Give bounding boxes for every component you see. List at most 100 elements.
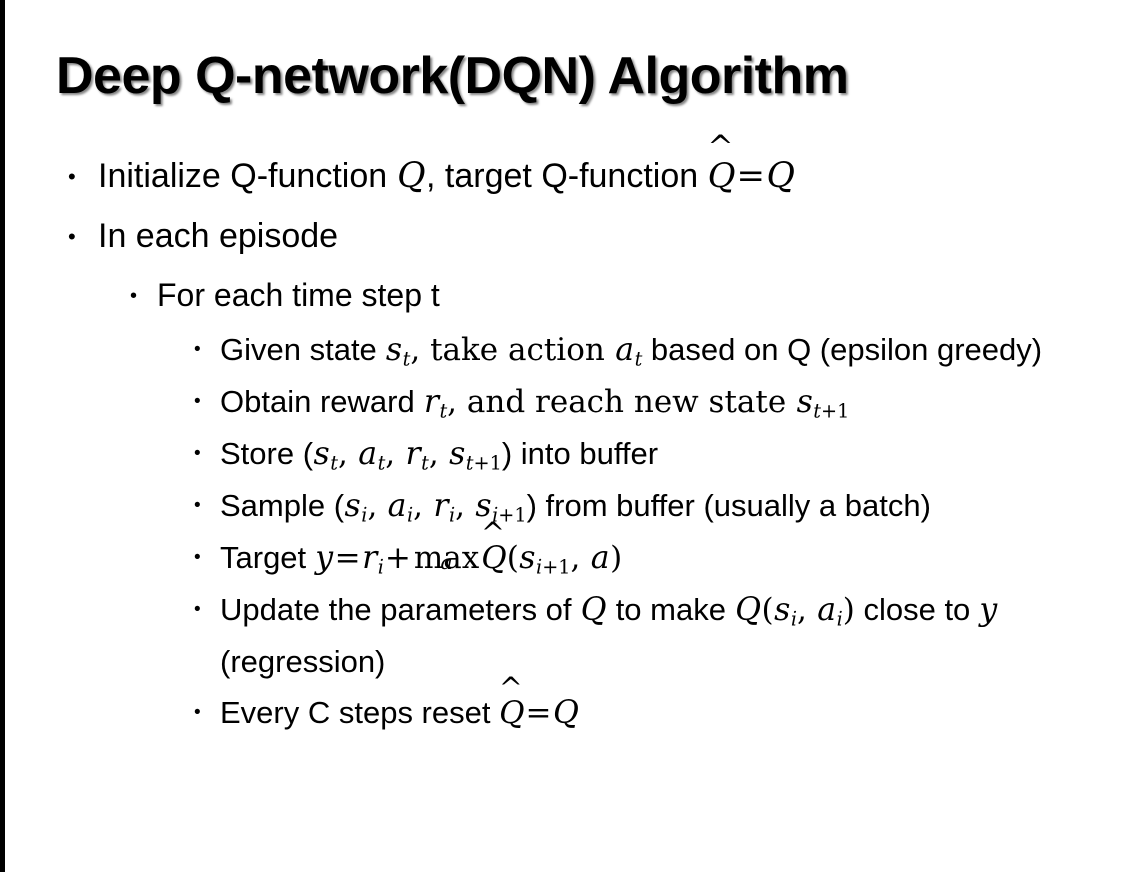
math-a: a	[590, 540, 610, 576]
bullet-marker-icon: •	[130, 285, 138, 307]
text-store-post: ) into buffer	[501, 436, 659, 471]
math-paren-open: (	[506, 540, 519, 576]
bullet-marker-icon: •	[194, 495, 201, 516]
math-s2: s	[449, 436, 466, 472]
bullet-given-state-text: Given state st, take action at based on …	[220, 324, 1100, 376]
math-sub-t: t	[813, 399, 822, 423]
math-s-subscript: t	[330, 451, 338, 475]
bullet-marker-icon: •	[68, 164, 76, 189]
math-a-subscript: t	[634, 347, 643, 371]
math-sub-plus-one: +1	[498, 503, 527, 527]
math-q1: Q	[580, 592, 607, 628]
hat-accent-icon: ^	[481, 516, 505, 550]
math-y: y	[315, 540, 334, 576]
math-r: r	[405, 436, 421, 472]
text-given-mid: , take action	[410, 332, 615, 368]
math-plus: +	[384, 540, 411, 576]
bullet-for-each-time-step: • For each time step t	[0, 266, 1124, 324]
math-sub-t: t	[465, 451, 474, 475]
math-comma: ,	[570, 540, 591, 576]
math-r: r	[423, 384, 439, 420]
math-q: Q	[397, 156, 426, 196]
math-s: s	[344, 488, 361, 524]
bullet-marker-icon: •	[194, 547, 201, 568]
bullet-for-each-time-step-text: For each time step t	[157, 277, 440, 313]
bullet-initialize: • Initialize Q-function Q, target Q-func…	[0, 131, 1124, 206]
hat-accent-icon: ^	[498, 671, 523, 705]
math-paren-close: )	[610, 540, 623, 576]
math-sub-plus-one: +1	[542, 555, 571, 579]
text-target-pre: Target	[220, 540, 315, 575]
bullet-in-each-episode-text: In each episode	[98, 217, 339, 255]
math-q-hat-base: Q	[707, 156, 736, 196]
hat-accent-icon: ^	[707, 128, 734, 165]
bullet-every-c-steps-reset: • Every C steps reset ^Q=Q	[0, 674, 1124, 739]
math-s-subscript: t	[402, 347, 411, 371]
text-update-post1: close to	[854, 592, 979, 627]
math-s2: s	[475, 488, 492, 524]
text-comma1: ,	[367, 488, 388, 524]
math-equals: =	[334, 540, 361, 576]
math-r-subscript: t	[439, 399, 448, 423]
math-a-subscript: t	[377, 451, 386, 475]
math-s: s	[313, 436, 330, 472]
text-sample-post: ) from buffer (usually a batch)	[526, 488, 931, 523]
bullet-obtain-reward: • Obtain reward rt, and reach new state …	[0, 376, 1124, 428]
math-s-subscript: i+1	[536, 555, 570, 578]
math-a: a	[358, 436, 378, 472]
text-update-post2: (regression)	[220, 644, 386, 679]
math-s: s	[774, 592, 791, 628]
text-obtain-pre: Obtain reward	[220, 384, 424, 419]
math-s: s	[385, 332, 403, 368]
math-equals: =	[736, 156, 766, 196]
text-update-mid: to make	[607, 592, 735, 627]
text-comma2: ,	[385, 436, 405, 472]
math-a: a	[387, 488, 407, 524]
bullet-update-parameters: • Update the parameters of Q to make Q(s…	[0, 584, 1124, 687]
bullet-sample-tuple-text: Sample (si, ai, ri, si+1) from buffer (u…	[220, 480, 1100, 532]
math-q-hat: ^Q	[481, 519, 507, 584]
math-y: y	[979, 592, 998, 628]
math-s: s	[796, 384, 813, 420]
math-q-hat: ^Q	[499, 674, 525, 739]
math-q-hat: ^Q	[707, 131, 736, 206]
math-paren-close: )	[842, 592, 855, 628]
math-a: a	[817, 592, 837, 628]
math-s2-subscript: i+1	[492, 503, 526, 526]
bullet-every-c-steps-reset-text: Every C steps reset ^Q=Q	[220, 674, 1100, 739]
math-q-hat-base: Q	[481, 540, 507, 576]
slide-title: Deep Q-network(DQN) Algorithm	[56, 47, 849, 105]
math-s: s	[519, 540, 536, 576]
bullet-initialize-text: Initialize Q-function Q, target Q-functi…	[98, 131, 1094, 206]
bullet-marker-icon: •	[194, 391, 201, 412]
text-store-pre: Store (	[220, 436, 314, 471]
math-q2: Q	[766, 156, 795, 196]
math-max-underset: a	[440, 549, 453, 574]
bullet-marker-icon: •	[68, 224, 76, 249]
math-sub-i: i	[536, 555, 543, 579]
text-comma3: ,	[455, 488, 475, 524]
math-equals: =	[525, 695, 552, 731]
math-q-hat-base: Q	[499, 695, 525, 731]
bullet-marker-icon: •	[194, 702, 201, 723]
bullet-sample-tuple: • Sample (si, ai, ri, si+1) from buffer …	[0, 480, 1124, 532]
bullet-store-tuple-text: Store (st, at, rt, st+1) into buffer	[220, 428, 1100, 480]
text-initialize-pre: Initialize Q-function	[98, 157, 397, 195]
text-given-post: based on Q (epsilon greedy)	[642, 332, 1043, 367]
math-r-subscript: i	[377, 555, 384, 579]
math-comma: ,	[797, 592, 817, 628]
text-initialize-mid: , target Q-function	[426, 157, 708, 195]
slide-body: • Initialize Q-function Q, target Q-func…	[0, 131, 1124, 739]
math-r: r	[362, 540, 378, 576]
math-r-subscript: i	[449, 503, 456, 527]
slide-left-edge-band	[0, 0, 5, 872]
math-s2-subscript: t+1	[466, 451, 502, 474]
math-a-subscript: i	[407, 503, 414, 527]
math-s-subscript: i	[361, 503, 368, 527]
bullet-store-tuple: • Store (st, at, rt, st+1) into buffer	[0, 428, 1124, 480]
math-a: a	[615, 332, 635, 368]
